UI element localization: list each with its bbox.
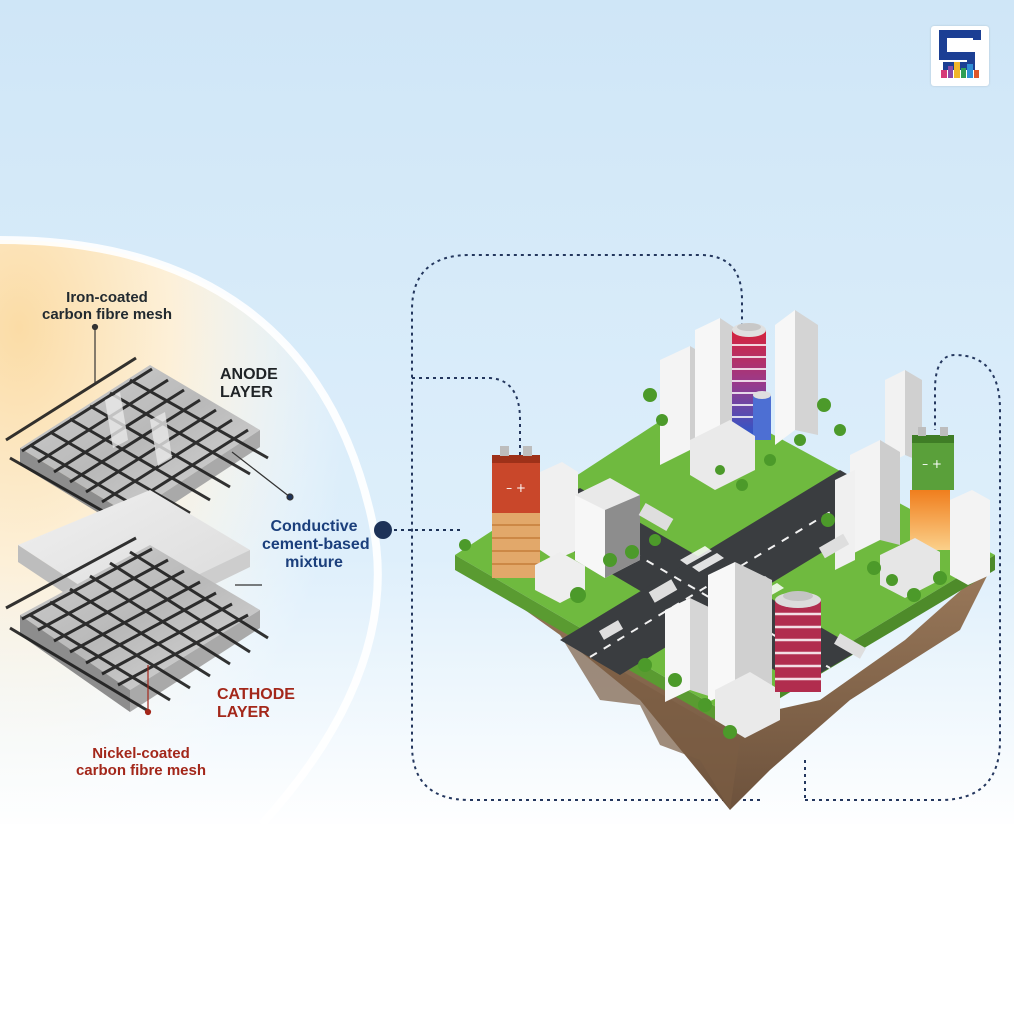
battery-icon-red: – + (492, 446, 540, 513)
cathode-layer-slab (5, 536, 269, 714)
svg-text:– +: – + (506, 481, 526, 495)
cathode-layer-label: CATHODE LAYER (217, 686, 295, 721)
battery-icon: – + (912, 427, 954, 490)
cement-mixture-label: Conductive cement-based mixture (262, 518, 370, 571)
brand-logo-icon (931, 26, 989, 86)
svg-text:– +: – + (922, 457, 942, 471)
city-island: – + – + (455, 310, 995, 810)
cathode-mesh-label: Nickel-coated carbon fibre mesh (75, 745, 207, 779)
anode-mesh-label: Iron-coated carbon fibre mesh (42, 289, 173, 323)
connector-node (374, 521, 392, 539)
tree-icon (459, 388, 947, 739)
anode-layer-slab (5, 356, 269, 540)
anode-layer-label: ANODE LAYER (220, 366, 278, 401)
